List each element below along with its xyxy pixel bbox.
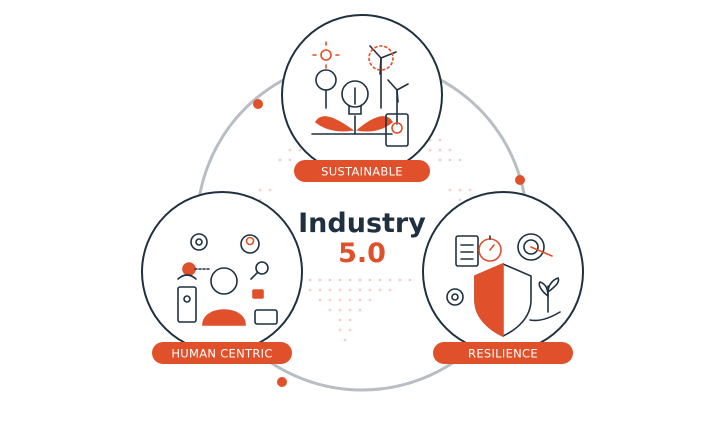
- pillar-circle: [141, 191, 303, 353]
- pillar-label: SUSTAINABLE: [321, 165, 403, 179]
- title-line2: 5.0: [338, 238, 386, 269]
- pillar-sustainable: SUSTAINABLE: [281, 14, 443, 182]
- ring-node-dot: [253, 99, 263, 109]
- pillar-label-pill: [433, 342, 573, 364]
- pillar-label-pill: [152, 342, 292, 364]
- pillar-circle: [281, 14, 443, 176]
- pillar-resilience: RESILIENCE: [422, 191, 584, 364]
- pillar-label: HUMAN CENTRIC: [171, 347, 272, 361]
- human-centric-icon: [177, 233, 278, 326]
- title-line1: Industry: [298, 208, 426, 239]
- ring-node-dot: [515, 175, 525, 185]
- ring-node-dot: [277, 377, 287, 387]
- pillar-human-centric: HUMAN CENTRIC: [141, 191, 303, 364]
- pillar-label-pill: [294, 160, 430, 182]
- pillar-label: RESILIENCE: [468, 347, 538, 361]
- resilience-shield-icon: [446, 233, 561, 338]
- sustainability-icon: [311, 41, 409, 147]
